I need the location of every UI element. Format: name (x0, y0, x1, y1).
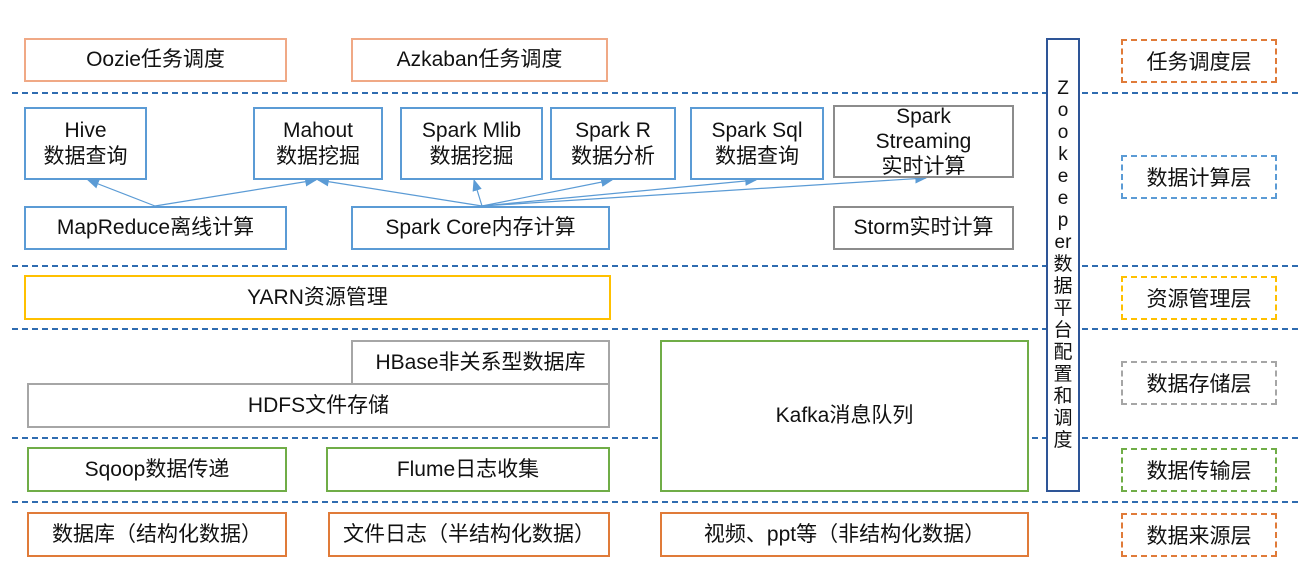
spark-sql-box: Spark Sql 数据查询 (690, 107, 824, 180)
transport-layer-label: 数据传输层 (1121, 448, 1277, 492)
spark-streaming-title-2: Streaming (875, 130, 972, 153)
layer-separator-compute (12, 265, 1298, 267)
mahout-title: Mahout (282, 118, 354, 142)
arrow-mapreduce-hive (86, 179, 156, 207)
flume-label: Flume日志收集 (396, 457, 540, 481)
video-ppt-source-box: 视频、ppt等（非结构化数据） (660, 512, 1029, 557)
resource-layer-label: 资源管理层 (1121, 276, 1277, 320)
spark-streaming-subtitle: 实时计算 (881, 155, 966, 178)
hdfs-box: HDFS文件存储 (27, 383, 610, 428)
file-log-source-box: 文件日志（半结构化数据） (328, 512, 610, 557)
scheduling-layer-text: 任务调度层 (1146, 51, 1252, 74)
storm-label: Storm实时计算 (853, 216, 994, 239)
spark-mlib-subtitle: 数据挖掘 (429, 144, 514, 168)
spark-mlib-title: Spark Mlib (421, 118, 522, 142)
oozie-box: Oozie任务调度 (24, 38, 287, 82)
hive-box: Hive 数据查询 (24, 107, 147, 180)
arrow-sparkcore-sql (481, 176, 758, 207)
scheduling-layer-label: 任务调度层 (1121, 39, 1277, 83)
spark-r-title: Spark R (575, 118, 651, 142)
arrow-sparkcore-streaming (481, 173, 928, 207)
kafka-label: Kafka消息队列 (775, 404, 914, 427)
mahout-subtitle: 数据挖掘 (276, 144, 360, 168)
compute-layer-text: 数据计算层 (1146, 167, 1252, 190)
spark-streaming-title: Spark (896, 105, 951, 128)
azkaban-label: Azkaban任务调度 (396, 48, 563, 71)
database-source-label: 数据库（结构化数据） (52, 522, 262, 546)
layer-separator-scheduling (12, 92, 1298, 94)
oozie-label: Oozie任务调度 (86, 48, 225, 71)
transport-layer-text: 数据传输层 (1146, 460, 1252, 483)
video-ppt-source-label: 视频、ppt等（非结构化数据） (703, 522, 986, 546)
source-layer-label: 数据来源层 (1121, 513, 1277, 557)
flume-box: Flume日志收集 (326, 447, 610, 492)
spark-core-box: Spark Core内存计算 (351, 206, 610, 250)
hive-title: Hive (64, 118, 107, 142)
kafka-box: Kafka消息队列 (660, 340, 1029, 492)
arrow-mapreduce-mahout (154, 176, 318, 207)
database-source-box: 数据库（结构化数据） (27, 512, 287, 557)
hdfs-label: HDFS文件存储 (247, 393, 390, 417)
mahout-box: Mahout 数据挖掘 (253, 107, 383, 180)
compute-layer-label: 数据计算层 (1121, 155, 1277, 199)
storage-layer-label: 数据存储层 (1121, 361, 1277, 405)
yarn-box: YARN资源管理 (24, 275, 611, 320)
spark-r-box: Spark R 数据分析 (550, 107, 676, 180)
spark-sql-subtitle: 数据查询 (715, 144, 799, 168)
hbase-box: HBase非关系型数据库 (351, 340, 610, 385)
mapreduce-label: MapReduce离线计算 (56, 216, 255, 239)
storm-box: Storm实时计算 (833, 206, 1014, 250)
arrow-sparkcore-r (481, 177, 614, 207)
spark-mlib-box: Spark Mlib 数据挖掘 (400, 107, 543, 180)
layer-separator-resource (12, 328, 1298, 330)
hbase-label: HBase非关系型数据库 (375, 350, 586, 374)
resource-layer-text: 资源管理层 (1146, 288, 1252, 311)
sqoop-label: Sqoop数据传递 (84, 457, 230, 481)
sqoop-box: Sqoop数据传递 (27, 447, 287, 492)
zookeeper-label: Zookeeper数据平台配置和调度 (1053, 78, 1073, 451)
spark-r-subtitle: 数据分析 (571, 144, 655, 168)
arrow-sparkcore-mlib (472, 178, 483, 207)
hive-subtitle: 数据查询 (43, 144, 128, 168)
file-log-source-label: 文件日志（半结构化数据） (343, 522, 595, 546)
storage-layer-text: 数据存储层 (1146, 373, 1252, 396)
spark-streaming-box: Spark Streaming 实时计算 (833, 105, 1014, 178)
zookeeper-box: Zookeeper数据平台配置和调度 (1046, 38, 1080, 492)
spark-sql-title: Spark Sql (711, 118, 803, 142)
arrow-sparkcore-mahout (316, 176, 483, 207)
mapreduce-box: MapReduce离线计算 (24, 206, 287, 250)
source-layer-text: 数据来源层 (1146, 525, 1252, 548)
layer-separator-storage (12, 437, 1298, 439)
azkaban-box: Azkaban任务调度 (351, 38, 608, 82)
yarn-label: YARN资源管理 (247, 285, 388, 309)
spark-core-label: Spark Core内存计算 (385, 216, 576, 239)
layer-separator-transport (12, 501, 1298, 503)
